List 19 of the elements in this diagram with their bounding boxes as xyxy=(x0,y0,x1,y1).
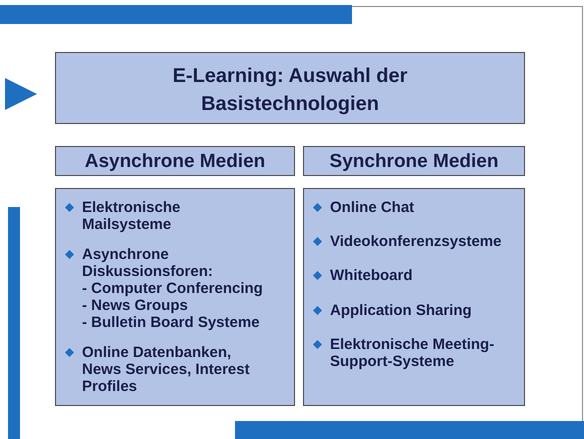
heading-box xyxy=(55,146,295,176)
heading-text: Asynchrone Medien xyxy=(84,150,266,174)
list-item: Online Datenbanken, News Services, Interest Profiles xyxy=(82,344,251,394)
title-box xyxy=(55,52,525,124)
list-panel xyxy=(55,188,295,406)
list-item: - News Groups xyxy=(82,296,189,314)
list-item: Elektronische Mailsysteme xyxy=(82,198,182,232)
list-item: Application Sharing xyxy=(330,302,473,318)
heading-text: Synchrone Medien xyxy=(328,150,500,174)
title-text: E-Learning: Auswahl der Basistechnologien xyxy=(172,64,408,117)
list-item: - Bulletin Board Systeme xyxy=(82,314,261,330)
list-item: Videokonferenzsysteme xyxy=(330,232,502,250)
list-item: Asynchrone Diskussionsforen: xyxy=(82,246,214,280)
list-item: Online Chat xyxy=(330,198,416,216)
list-item: Elektronische Meeting-Support-Systeme xyxy=(330,336,496,370)
list-panel xyxy=(303,188,525,406)
list-item: - Computer Conferencing xyxy=(82,280,264,296)
heading-box xyxy=(303,146,525,176)
list-item: Whiteboard xyxy=(330,266,414,284)
